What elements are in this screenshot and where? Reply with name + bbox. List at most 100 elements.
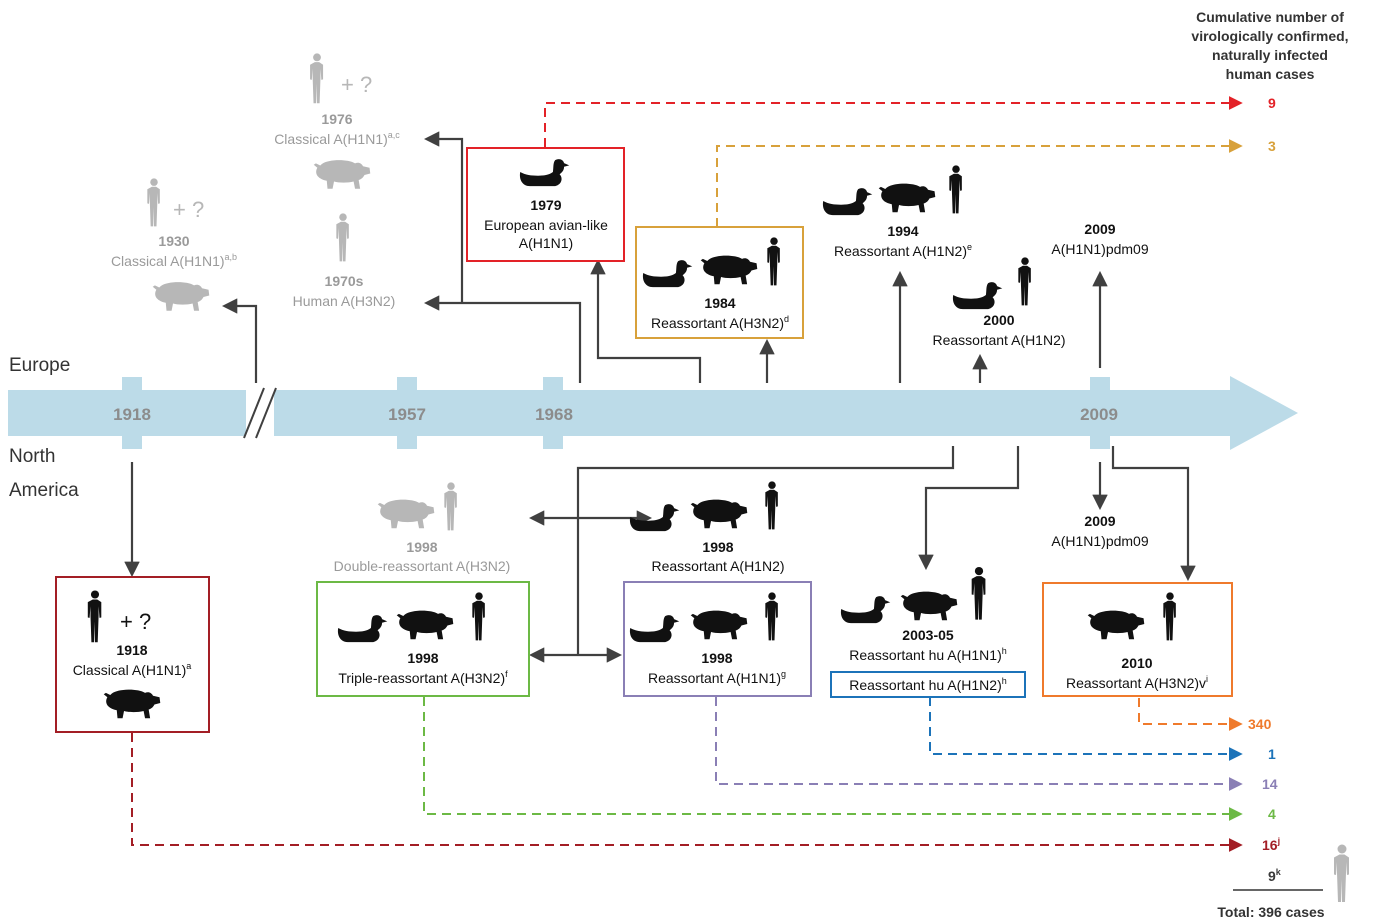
case-count-other: 9k [1268, 867, 1282, 884]
event-year: 1994 [887, 223, 918, 239]
event-name: Classical A(H1N1)a,b [111, 252, 237, 269]
year-label-1957: 1957 [388, 405, 426, 424]
region-europe: Europe [9, 355, 70, 376]
event-1998-h1n2: 1998 Reassortant A(H1N2) [629, 481, 785, 574]
event-name: Double-reassortant A(H3N2) [334, 558, 511, 574]
event-name: Reassortant A(H1N2) [651, 558, 784, 574]
duck-icon [952, 282, 1003, 310]
timeline-tick-1957 [397, 377, 417, 449]
total-cases: Total: 396 cases [1217, 904, 1324, 920]
human-icon [310, 53, 324, 104]
event-2003-05: 2003-05 Reassortant hu A(H1N1)h Reassort… [830, 566, 1026, 698]
arrow-to-1930 [221, 298, 258, 383]
event-name: Reassortant A(H1N2)e [834, 242, 972, 259]
human-icon [949, 165, 962, 214]
event-year: 2009 [1084, 513, 1115, 529]
event-year: 2010 [1121, 655, 1152, 671]
dash-triple [423, 697, 1243, 821]
header-line: virologically confirmed, [1191, 28, 1348, 44]
timeline-arrow [8, 376, 1298, 450]
event-1970s: 1970s Human A(H3N2) [293, 213, 395, 309]
event-name: Classical A(H1N1)a,c [274, 130, 400, 147]
human-icon [1018, 257, 1031, 306]
header-line: human cases [1226, 66, 1315, 82]
region-north-america-line2: America [9, 480, 79, 501]
event-2009-na: 2009 A(H1N1)pdm09 [1051, 513, 1148, 549]
event-year: 1998 [702, 539, 733, 555]
pig-icon [377, 499, 435, 529]
event-name: Reassortant hu A(H1N1)h [849, 646, 1007, 663]
arrow-to-1979 [590, 258, 702, 383]
arrow-to-1970s [423, 295, 582, 383]
plus-question: + ? [120, 609, 151, 634]
timeline-tick-1968 [543, 377, 563, 449]
arrow-to-2003-05 [918, 446, 1020, 571]
dash-na-h1n1 [715, 697, 1243, 791]
event-2000: 2000 Reassortant A(H1N2) [932, 257, 1066, 348]
case-count-na-h1n1: 14 [1262, 776, 1278, 792]
timeline-tick-2009 [1090, 377, 1110, 449]
case-count-triple-h3n2: 4 [1268, 806, 1276, 822]
region-north-america-line1: North [9, 446, 55, 467]
event-box [830, 671, 1026, 698]
arrow-to-1976 [423, 131, 464, 303]
dash-classical [131, 733, 1243, 852]
case-count-classical-h1n1: 16j [1262, 836, 1280, 853]
dash-h3n2v [1138, 698, 1243, 731]
dash-eu-h3n2 [716, 139, 1243, 227]
event-name: Triple-reassortant A(H3N2)f [338, 669, 508, 686]
human-icon [444, 482, 457, 531]
event-name: Reassortant A(H1N2) [932, 332, 1065, 348]
event-box [1042, 582, 1233, 697]
human-icon [765, 481, 778, 530]
pig-icon [900, 591, 958, 621]
timeline: 1918 1957 1968 2009 [8, 376, 1298, 450]
header-line: naturally infected [1212, 47, 1328, 63]
dash-hu-h1n2 [929, 697, 1243, 761]
event-box [466, 147, 625, 262]
human-icon [336, 213, 349, 262]
event-2009-europe: 2009 A(H1N1)pdm09 [1051, 221, 1148, 257]
event-year: 1998 [406, 539, 437, 555]
event-year: 2000 [983, 312, 1014, 328]
event-name: A(H1N1) [519, 235, 573, 251]
event-1984: 1984 Reassortant A(H3N2)d [635, 226, 804, 339]
pig-icon [878, 183, 936, 213]
human-icon [971, 566, 986, 620]
timeline-break-mark [255, 387, 277, 439]
event-1930: + ? 1930 Classical A(H1N1)a,b [111, 178, 237, 311]
case-count-hu-h1n2: 1 [1268, 746, 1276, 762]
link-1994-to-na [576, 446, 955, 655]
case-lines [131, 96, 1243, 852]
event-name: Reassortant A(H3N2)vi [1066, 674, 1208, 691]
event-year: 1918 [116, 642, 147, 658]
duck-icon [840, 596, 891, 624]
year-label-2009: 2009 [1080, 405, 1118, 424]
event-2010: 2010 Reassortant A(H3N2)vi [1042, 582, 1233, 697]
timeline-break-gap [246, 386, 274, 440]
dash-eu-avian [544, 96, 1243, 147]
case-count-h3n2v: 340 [1248, 716, 1272, 732]
event-name: A(H1N1)pdm09 [1051, 241, 1148, 257]
event-year: 1998 [701, 650, 732, 666]
event-name: Reassortant hu A(H1N2)h [849, 676, 1007, 693]
event-year: 1976 [321, 111, 352, 127]
plus-question: + ? [173, 197, 204, 222]
year-label-1968: 1968 [535, 405, 573, 424]
cumulative-cases-header: Cumulative number of virologically confi… [1191, 9, 1348, 82]
case-count-column: 9 3 340 1 14 4 16j 9k [1248, 95, 1282, 884]
case-count-eu-h3n2: 3 [1268, 138, 1276, 154]
event-name: European avian-like [484, 217, 608, 233]
event-name: Classical A(H1N1)a [73, 661, 192, 678]
timeline-tick-1918 [122, 377, 142, 449]
event-year: 2003-05 [902, 627, 954, 643]
human-icon [147, 178, 160, 227]
connector-lines [124, 131, 1196, 663]
event-name: A(H1N1)pdm09 [1051, 533, 1148, 549]
header-line: Cumulative number of [1196, 9, 1344, 25]
event-1979: 1979 European avian-like A(H1N1) [466, 147, 625, 262]
event-year: 1930 [158, 233, 189, 249]
pig-icon [152, 282, 210, 311]
event-1976: + ? 1976 Classical A(H1N1)a,c [274, 53, 400, 189]
